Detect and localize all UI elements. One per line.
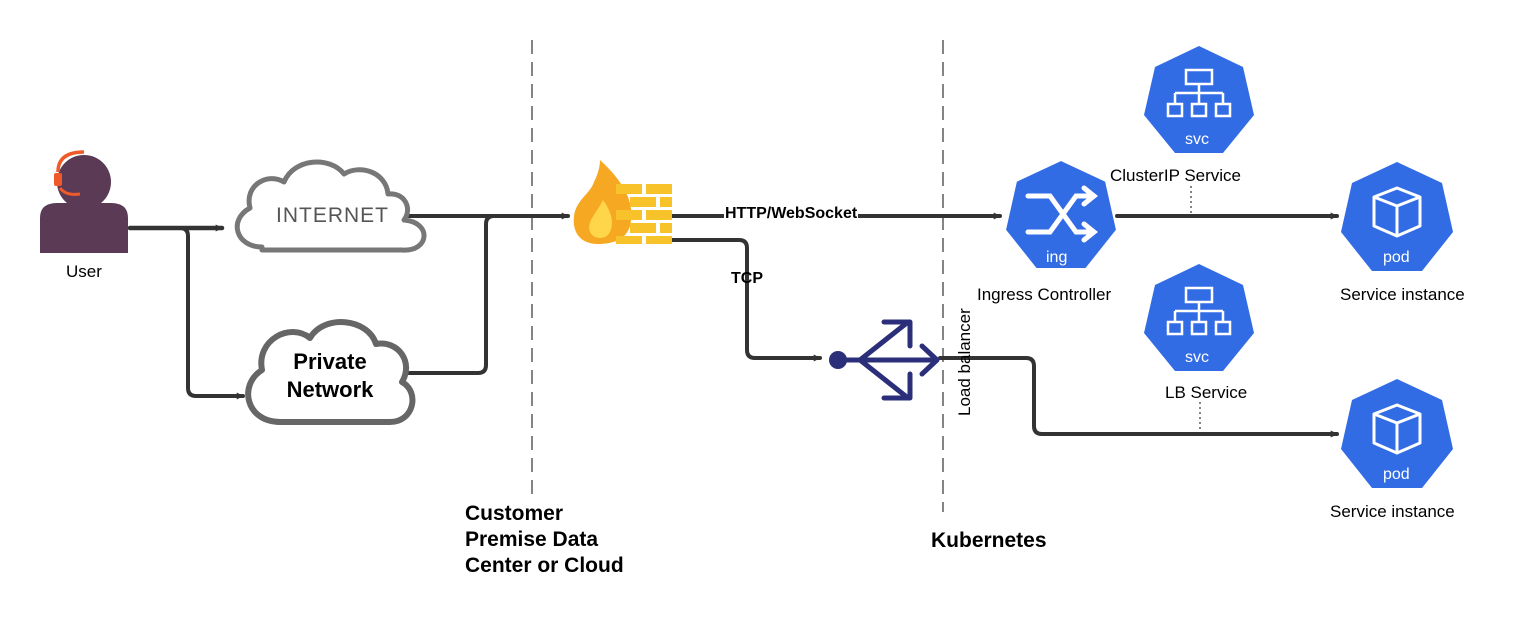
- customer-zone-line3: Center or Cloud: [465, 554, 624, 577]
- load-balancer-icon: [829, 319, 940, 401]
- clusterip-service-label: ClusterIP Service: [1110, 166, 1242, 185]
- customer-zone-label: Customer Premise Data Center or Cloud: [465, 501, 624, 579]
- private-network-line2: Network: [286, 377, 374, 402]
- load-balancer-label: Load balancer: [955, 308, 974, 416]
- connector-private-network-to-firewall: [396, 214, 496, 375]
- ingress-controller-label: Ingress Controller: [977, 285, 1112, 304]
- pod-icon-text: pod: [1383, 466, 1410, 483]
- pod-icon: [1341, 379, 1453, 488]
- connector-firewall-to-load-balancer: [670, 238, 822, 362]
- lb-service-icon-text: svc: [1185, 349, 1209, 366]
- user-label: User: [66, 262, 102, 281]
- firewall-icon: [573, 160, 672, 244]
- connector-user-to-private-network: [178, 226, 245, 400]
- clusterip-service-icon: [1144, 46, 1254, 153]
- ingress-icon: [1003, 158, 1119, 270]
- pod-icon-text: pod: [1383, 249, 1410, 266]
- kubernetes-zone-label: Kubernetes: [931, 529, 1047, 552]
- user-icon: [40, 150, 128, 253]
- ingress-icon-text: ing: [1046, 249, 1068, 266]
- customer-zone-line2: Premise Data: [465, 528, 599, 551]
- private-network-line1: Private: [293, 349, 367, 374]
- connector-load-balancer-to-pod-2: [938, 356, 1339, 438]
- pod-icon: [1341, 162, 1453, 271]
- private-network-label: Private Network: [270, 348, 390, 404]
- lb-service-label: LB Service: [1165, 383, 1248, 402]
- service-instance-label: Service instance: [1330, 502, 1455, 521]
- tcp-label: TCP: [731, 270, 763, 287]
- internet-cloud: [234, 159, 427, 253]
- lb-service-icon: [1144, 264, 1254, 371]
- clusterip-service-icon-text: svc: [1185, 131, 1209, 148]
- service-instance-label: Service instance: [1340, 285, 1465, 304]
- customer-zone-line1: Customer: [465, 502, 564, 525]
- private-network-cloud: [245, 319, 416, 425]
- internet-label: INTERNET: [276, 204, 389, 227]
- http-websocket-label: HTTP/WebSocket: [724, 205, 859, 223]
